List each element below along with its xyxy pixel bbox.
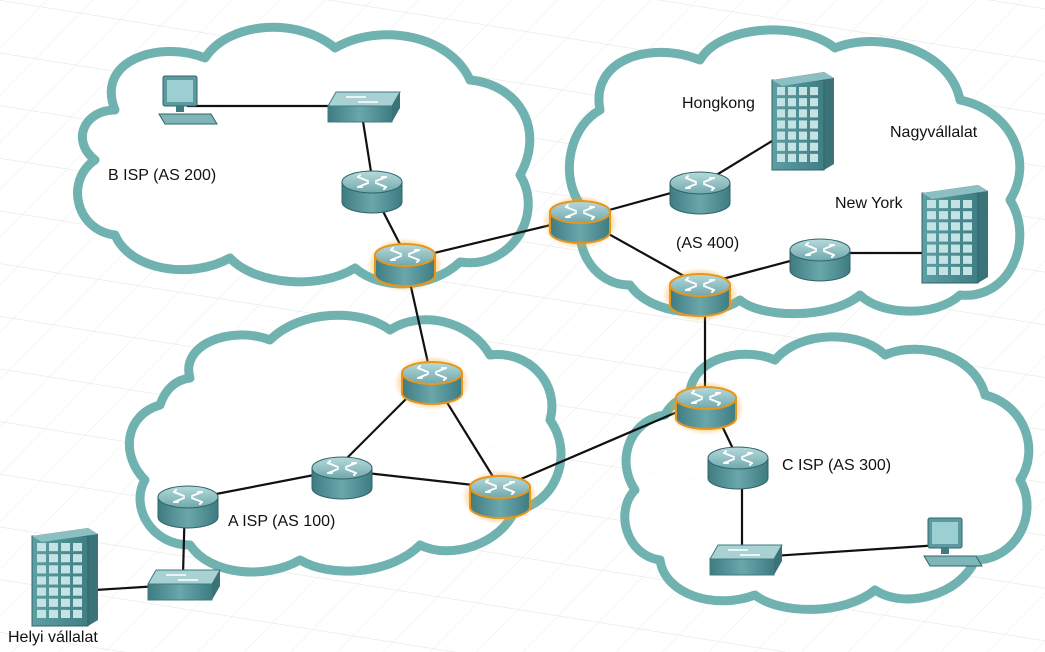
router-a-left-router-icon [157, 485, 219, 529]
switch-icon [147, 569, 221, 601]
label-nagyvallalat: Nagyvállalat [890, 124, 978, 141]
router-newyork-router-icon [789, 238, 851, 282]
link-switch-b-router-b1 [360, 114, 374, 179]
building-icon [31, 528, 98, 627]
building-icon [771, 72, 834, 171]
pc-icon [923, 517, 983, 567]
label-hongkong: Hongkong [682, 95, 755, 112]
label-isp-b: B ISP (AS 200) [108, 167, 216, 184]
router-hongkong-router-icon [669, 171, 731, 215]
router-c-top-router-icon [668, 381, 744, 435]
cloud-as400 [564, 25, 1025, 319]
pc-icon [158, 75, 218, 125]
router-a-right-router-icon [462, 470, 538, 524]
switch-icon [709, 544, 783, 576]
label-as400: (AS 400) [676, 235, 739, 252]
switch-icon [327, 91, 401, 123]
router-as400-router-icon [662, 268, 738, 322]
building-icon [921, 185, 988, 284]
label-isp-c: C ISP (AS 300) [782, 457, 891, 474]
router-c-router-icon [707, 446, 769, 490]
router-transit-router-icon [542, 195, 618, 249]
cloud-isp-a [125, 310, 566, 577]
label-isp-a: A ISP (AS 100) [228, 513, 335, 530]
router-a-top-router-icon [394, 356, 470, 410]
router-b1-router-icon [341, 170, 403, 214]
router-b2-router-icon [367, 238, 443, 292]
label-new-york: New York [835, 195, 904, 212]
router-a-mid-router-icon [311, 456, 373, 500]
label-helyi: Helyi vállalat [8, 629, 98, 646]
